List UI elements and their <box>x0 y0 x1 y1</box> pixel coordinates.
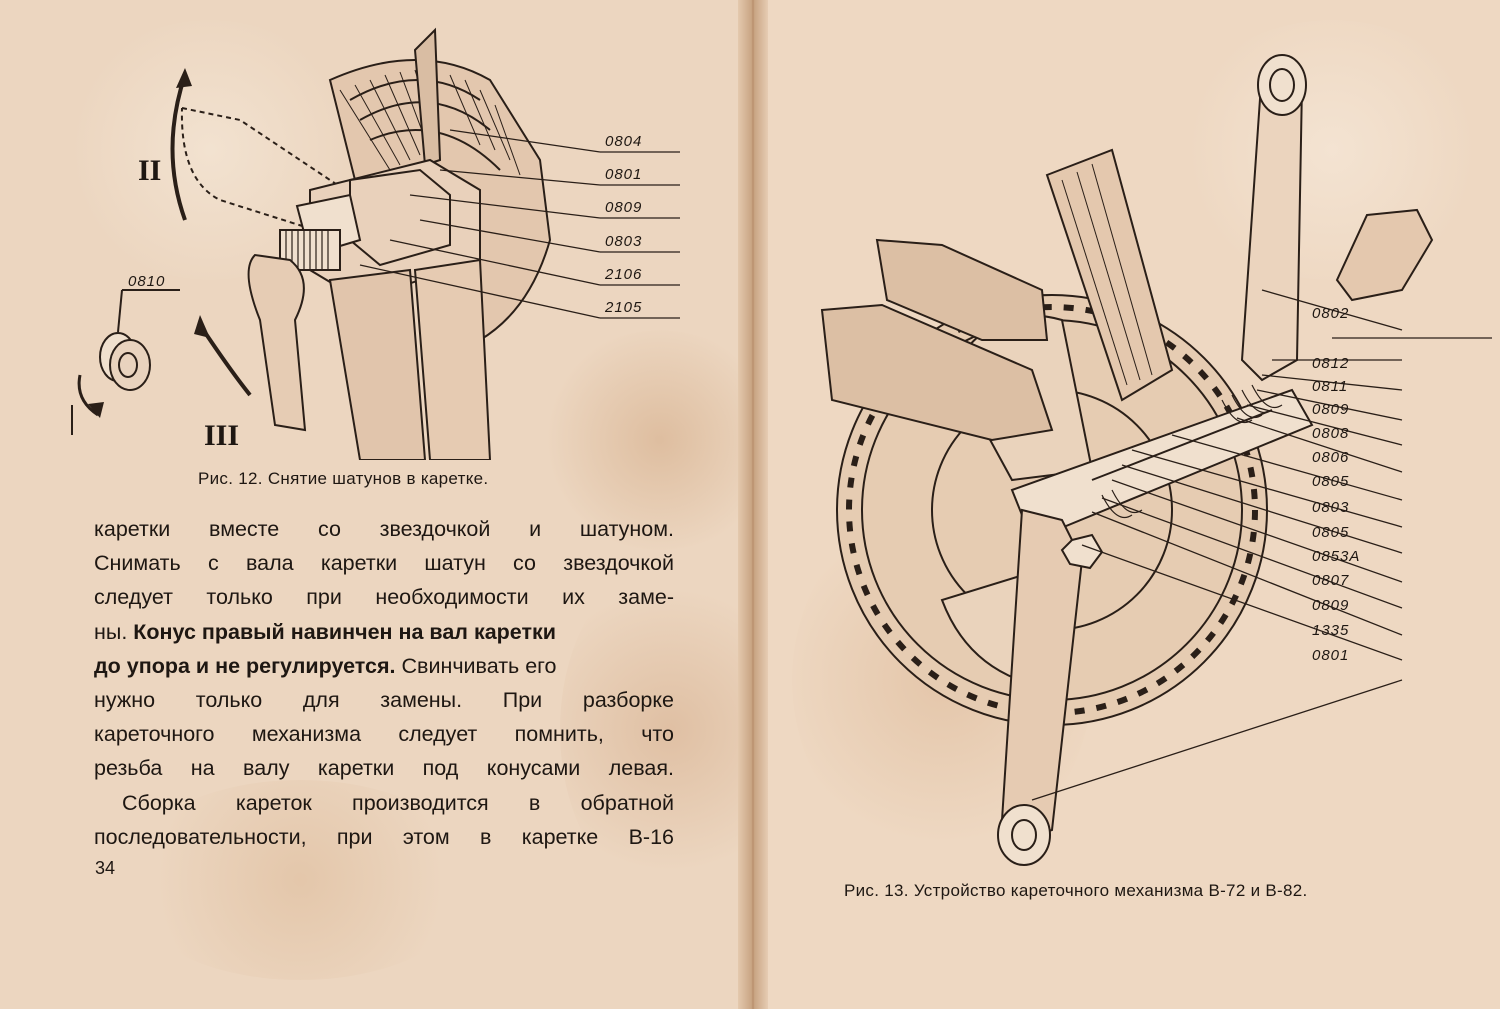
text-line-mixed: до упора и не регулируется. Свинчивать е… <box>94 649 674 683</box>
figure-13-drawing: 0802 0812 0811 0809 0808 0806 0805 0803 … <box>820 54 1492 866</box>
bold-text-fragment: до упора и не регулируется. <box>94 653 396 678</box>
part-label: 0803 <box>1312 499 1349 516</box>
part-label-0810: 0810 <box>128 273 165 290</box>
part-label: 0809 <box>1312 401 1349 418</box>
text-line: резьба на валу каретки под конусами лева… <box>94 756 674 781</box>
roman-label-ii: II <box>138 154 161 187</box>
part-label: 1335 <box>1312 622 1349 639</box>
part-label: 0807 <box>1312 572 1349 589</box>
roman-label-iii: III <box>204 419 239 452</box>
part-label: 0804 <box>605 133 642 150</box>
part-label: 2105 <box>604 299 642 316</box>
part-label: 0801 <box>1312 647 1349 664</box>
text-line: каретки вместе со звездочкой и шатуном. <box>94 517 674 541</box>
figure-12-drawing: II III 0810 0804 0801 0809 0803 2106 210… <box>71 27 680 460</box>
part-label: 0805 <box>1312 473 1349 490</box>
left-page: II III 0810 0804 0801 0809 0803 2106 210… <box>0 0 752 1009</box>
figure-12-caption: Рис. 12. Снятие шатунов в каретке. <box>198 469 489 488</box>
part-label: 0803 <box>605 233 642 250</box>
page-number: 34 <box>95 858 116 878</box>
text-line: кареточного механизма следует помнить, ч… <box>94 722 674 747</box>
part-label: 0801 <box>605 166 642 183</box>
part-label: 0811 <box>1312 378 1348 395</box>
text-line: нужно только для замены. При разборке <box>94 688 674 713</box>
right-page: 0802 0812 0811 0809 0808 0806 0805 0803 … <box>752 0 1500 1009</box>
part-label: 0853А <box>1312 548 1360 565</box>
book-gutter <box>738 0 768 1009</box>
text-line: Снимать с вала каретки шатун со звездочк… <box>94 551 674 576</box>
text-line: последовательности, при этом в каретке В… <box>94 824 674 849</box>
part-label: 0802 <box>1312 305 1349 322</box>
part-label: 0812 <box>1312 355 1349 372</box>
part-label: 0806 <box>1312 449 1349 466</box>
part-label: 0805 <box>1312 524 1349 541</box>
part-label: 0809 <box>605 199 642 216</box>
part-label: 0809 <box>1312 597 1349 614</box>
bold-text-fragment: Конус правый навинчен на вал каретки <box>133 619 556 644</box>
body-text: каретки вместе со звездочкой и шатуном. … <box>94 512 674 854</box>
part-label: 2106 <box>604 266 642 283</box>
text-fragment: ны. <box>94 619 128 644</box>
part-label: 0808 <box>1312 425 1349 442</box>
text-line: следует только при необходимости их заме… <box>94 585 674 610</box>
text-line-mixed: ны. Конус правый навинчен на вал каретки <box>94 615 674 649</box>
text-fragment: Свинчивать его <box>401 653 557 678</box>
figure-13-caption: Рис. 13. Устройство кареточного механизм… <box>844 881 1308 900</box>
text-line: Сборка кареток производится в обратной <box>122 790 674 815</box>
